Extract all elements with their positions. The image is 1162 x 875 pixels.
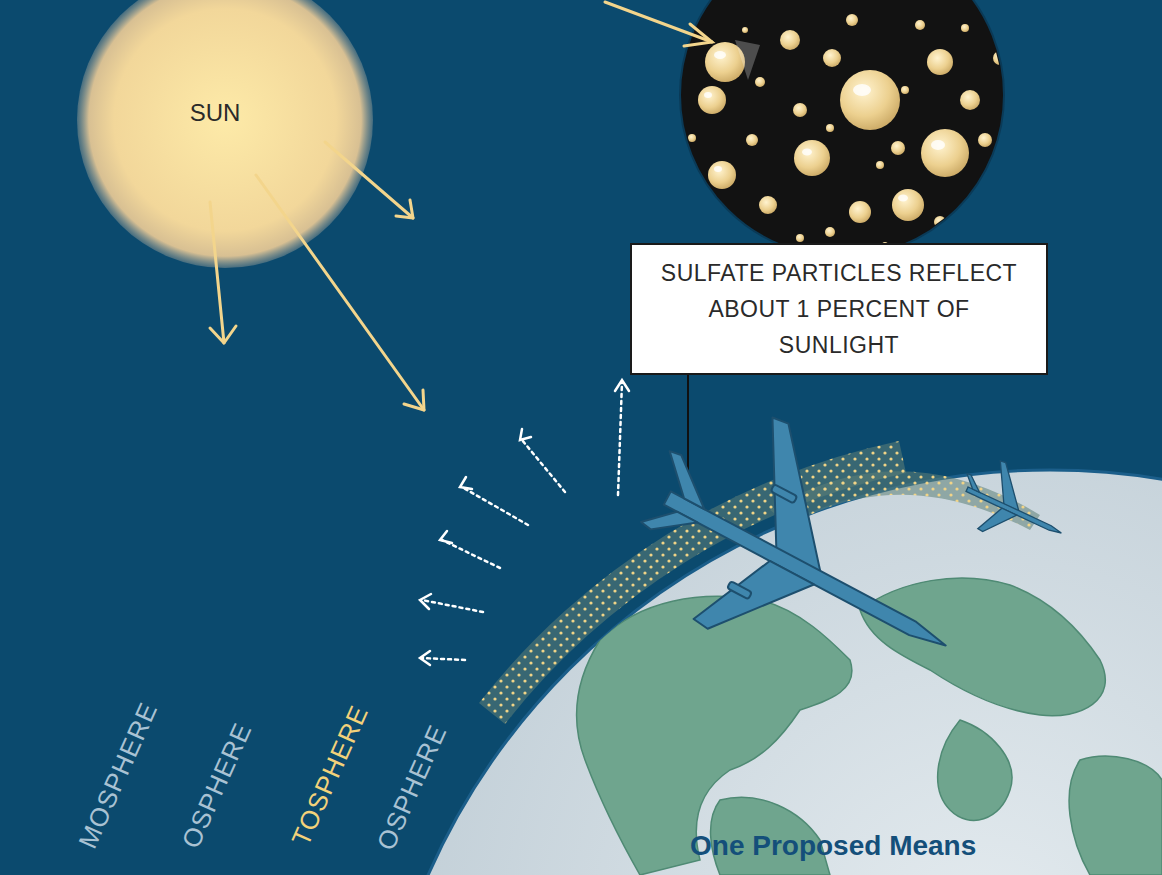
atmosphere-layer: OSPHERE — [371, 720, 454, 855]
reflected-arrowheads — [420, 380, 629, 665]
callout-text: SULFATE PARTICLES REFLECT ABOUT 1 PERCEN… — [649, 255, 1029, 363]
airplane-distant — [948, 450, 1079, 562]
particle-view — [680, 0, 1004, 257]
atmosphere-layer: OSPHERE — [176, 718, 259, 853]
earth — [370, 470, 1162, 875]
continents — [577, 578, 1162, 875]
sun-disc — [75, 0, 375, 270]
atmosphere-layer: TOSPHERE — [286, 700, 376, 850]
section-title: One Proposed Means — [690, 830, 976, 862]
reflected-light — [422, 382, 622, 660]
atmosphere-layer: MOSPHERE — [72, 698, 164, 854]
sulfate-particles — [688, 14, 1025, 248]
sunlight-arrow — [605, 2, 712, 46]
sun-label: SUN — [190, 99, 241, 127]
sun: SUN — [75, 0, 375, 270]
callout-box: SULFATE PARTICLES REFLECT ABOUT 1 PERCEN… — [630, 243, 1048, 375]
airplane — [604, 380, 1003, 731]
